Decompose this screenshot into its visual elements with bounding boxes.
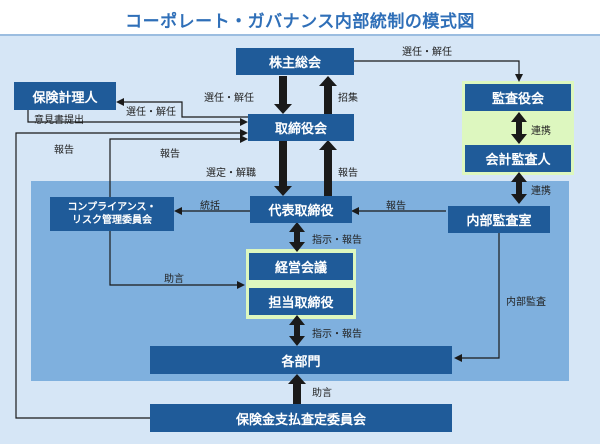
connector-compliance-mgmt (109, 230, 245, 289)
arrow-rep-board (319, 140, 337, 196)
arrow-accounting-internal (511, 172, 527, 204)
box-actuary: 保険計理人 (14, 82, 116, 110)
connector-board-actuary (116, 98, 248, 118)
label-report-left2: 報告 (160, 149, 180, 160)
box-accounting-auditor: 会計監査人 (465, 145, 571, 172)
arrow-shareholders-board (274, 76, 292, 114)
label-instruct-report-2: 指示・報告 (312, 329, 362, 340)
connector-actuary-board (27, 110, 248, 126)
label-convene: 招集 (338, 93, 358, 104)
connector-shareholders-auditors (353, 60, 523, 82)
label-advice-left: 助言 (164, 274, 184, 285)
arrow-board-rep (274, 140, 292, 196)
box-representative: 代表取締役 (250, 196, 352, 223)
box-shareholders: 株主総会 (236, 48, 354, 75)
box-officers: 担当取締役 (249, 288, 353, 315)
label-collaboration-1: 連携 (531, 126, 551, 137)
label-elect-dismiss-top: 選任・解任 (402, 47, 452, 58)
label-collaboration-2: 連携 (531, 186, 551, 197)
box-claims-committee: 保険金支払査定委員会 (150, 404, 452, 432)
label-report-right: 報告 (386, 201, 406, 212)
label-report-left: 報告 (54, 145, 74, 156)
label-opinion-submission: 意見書提出 (34, 115, 84, 126)
arrow-rep-mgmt (289, 222, 305, 252)
arrow-board-shareholders (319, 76, 337, 114)
label-elect-dismiss-actuary: 選任・解任 (126, 107, 176, 118)
label-elect-dismiss-board: 選任・解任 (204, 93, 254, 104)
arrow-committee-depts (288, 374, 306, 404)
box-auditors: 監査役会 (465, 84, 571, 111)
connector-compliance-board (109, 135, 248, 197)
box-internal-audit: 内部監査室 (448, 206, 550, 233)
label-report-center: 報告 (338, 168, 358, 179)
box-board: 取締役会 (248, 114, 354, 141)
box-management-meeting: 経営会議 (249, 253, 353, 280)
label-internal-audit: 内部監査 (506, 297, 546, 308)
label-supervise: 統括 (200, 201, 220, 212)
title-bar: コーポレート・ガバナンス内部統制の模式図 (0, 0, 600, 36)
label-select-dismiss: 選定・解職 (206, 168, 256, 179)
diagram-title: コーポレート・ガバナンス内部統制の模式図 (125, 12, 475, 32)
arrow-auditors-accounting (511, 112, 527, 144)
label-advice-bottom: 助言 (312, 388, 332, 399)
arrow-officers-depts (289, 315, 305, 346)
connector-committee-board (15, 129, 248, 419)
connector-audit-depts (454, 231, 500, 362)
box-compliance: コンプライアンス・ リスク管理委員会 (50, 197, 174, 231)
box-departments: 各部門 (150, 346, 452, 374)
label-instruct-report-1: 指示・報告 (312, 235, 362, 246)
